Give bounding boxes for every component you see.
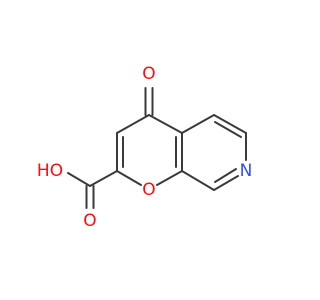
bond-c5-c6 [213, 114, 247, 134]
bond-c8-c8a [181, 170, 215, 191]
bond-c5-c6-inner [214, 121, 242, 138]
ketone-oxygen-label: O [142, 64, 155, 84]
structure-diagram: O O N HO O [37, 64, 252, 231]
ring-nitrogen-label: N [240, 161, 253, 181]
bond-layer [67, 87, 247, 209]
bond-acid-c-oh [67, 172, 91, 187]
bond-c2-ring-o [116, 170, 142, 186]
bond-n-c8 [213, 175, 239, 191]
bond-c4a-c5 [181, 114, 215, 134]
bond-c2-acid-c [89, 170, 118, 187]
molecule-canvas: O O N HO O [37, 64, 252, 231]
acid-carbonyl-oxygen-label: O [83, 211, 96, 231]
bond-c4a-c4 [148, 114, 183, 134]
bond-ring-o-c8a [156, 170, 183, 186]
bond-n-c8-inner [214, 168, 237, 183]
bond-c4-c3 [116, 114, 150, 134]
ring-oxygen-label: O [142, 180, 155, 200]
acid-hydroxyl-label: HO [37, 161, 63, 181]
atom-label-layer: O O N HO O [37, 64, 252, 231]
